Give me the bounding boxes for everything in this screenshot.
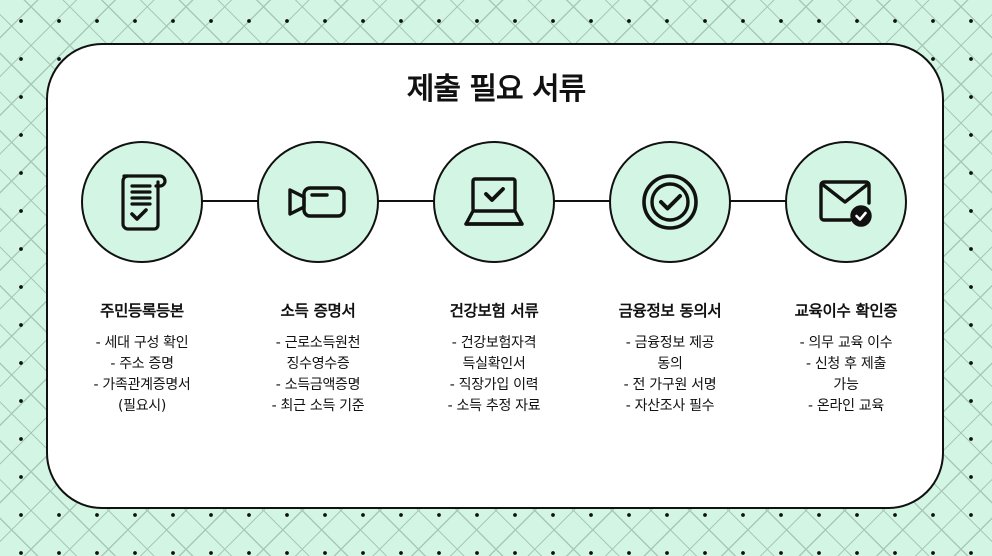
step-title: 주민등록등본 xyxy=(100,302,184,320)
step-title: 소득 증명서 xyxy=(280,302,356,320)
step-detail-line: - 소득금액증명 xyxy=(275,377,361,393)
step-detail-line: - 신청 후 제출 xyxy=(805,356,887,372)
step-title: 교육이수 확인증 xyxy=(794,302,898,320)
step-detail-line: - 온라인 교육 xyxy=(808,398,884,414)
content-card xyxy=(46,43,944,509)
video-camera-icon xyxy=(288,186,346,218)
step-detail-line: - 세대 구성 확인 xyxy=(95,335,189,351)
step-detail-line: 동의 xyxy=(657,356,683,372)
step-detail-line: 득실확인서 xyxy=(462,356,526,372)
step-detail-line: (필요시) xyxy=(117,398,167,414)
page-title: 제출 필요 서류 xyxy=(406,72,587,107)
step-detail-line: 징수영수증 xyxy=(286,356,350,372)
step-detail-line: - 소득 추정 자료 xyxy=(447,398,541,414)
step-detail-line: - 건강보험자격 xyxy=(451,335,537,351)
step-detail-line: - 근로소득원천 xyxy=(275,335,361,351)
step-title: 금융정보 동의서 xyxy=(618,302,722,320)
step-icon-circle xyxy=(433,141,555,263)
step-detail-line: - 주소 증명 xyxy=(110,356,174,372)
step-title: 건강보험 서류 xyxy=(449,302,539,320)
step-detail-line: - 금융정보 제공 xyxy=(625,335,715,351)
mail-check-icon xyxy=(819,180,872,227)
step-icon-circle xyxy=(81,141,203,263)
step-details: - 근로소득원천 징수영수증 - 소득금액증명 - 최근 소득 기준 xyxy=(228,333,408,417)
step-detail-line: 가능 xyxy=(833,377,859,393)
laptop-check-icon xyxy=(464,177,524,226)
step-detail-line: - 가족관계증명서 xyxy=(93,377,191,393)
step-detail-line: - 전 가구원 서명 xyxy=(623,377,717,393)
step-detail-line: - 자산조사 필수 xyxy=(625,398,715,414)
step-detail-line: - 최근 소득 기준 xyxy=(271,398,365,414)
step-details: - 건강보험자격 득실확인서 - 직장가입 이력 - 소득 추정 자료 xyxy=(404,333,584,417)
step-details: - 의무 교육 이수 - 신청 후 제출 가능 - 온라인 교육 xyxy=(756,333,936,417)
step-details: - 세대 구성 확인 - 주소 증명 - 가족관계증명서 (필요시) xyxy=(52,333,232,417)
step-detail-line: - 의무 교육 이수 xyxy=(799,335,893,351)
check-circle-icon xyxy=(642,174,698,230)
step-icon-circle xyxy=(257,141,379,263)
step-details: - 금융정보 제공 동의 - 전 가구원 서명 - 자산조사 필수 xyxy=(580,333,760,417)
document-check-icon xyxy=(121,174,167,231)
step-icon-circle xyxy=(785,141,907,263)
step-icon-circle xyxy=(609,141,731,263)
step-detail-line: - 직장가입 이력 xyxy=(449,377,539,393)
